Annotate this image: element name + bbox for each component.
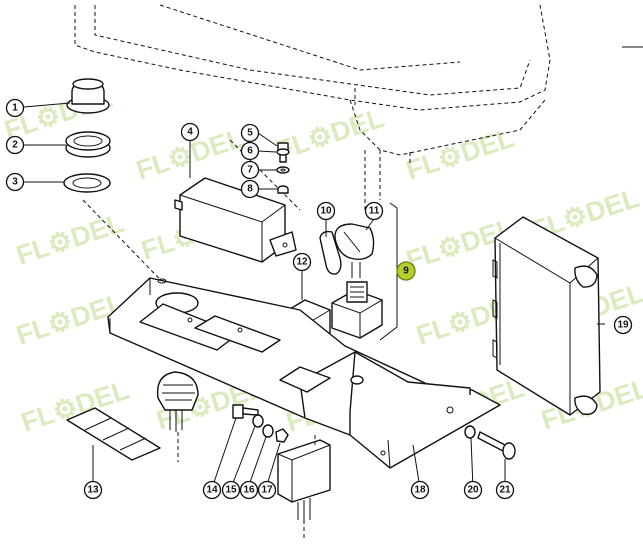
callout-15: 15	[221, 480, 241, 500]
callout-18-label: 18	[414, 485, 426, 496]
part-2-ring-nut	[65, 131, 111, 158]
part-14-bolt	[232, 404, 259, 419]
callout-19: 19	[613, 315, 633, 335]
callout-16-label: 16	[243, 485, 255, 496]
bracket-line	[379, 202, 398, 341]
callout-16: 16	[239, 480, 259, 500]
callout-3: 3	[5, 172, 25, 192]
part-21-screw	[477, 431, 516, 460]
callout-9: 9	[396, 261, 416, 281]
callout-13-label: 13	[87, 485, 99, 496]
callout-10: 10	[316, 201, 336, 221]
callout-2: 2	[5, 135, 25, 155]
callout-21-label: 21	[499, 485, 511, 496]
part-19-control-unit	[492, 216, 601, 416]
connector-center	[277, 435, 331, 540]
callout-4: 4	[180, 122, 200, 142]
callout-14: 14	[202, 480, 222, 500]
callout-11-label: 11	[369, 206, 380, 217]
part-1-cap	[66, 78, 110, 114]
callout-13: 13	[83, 480, 103, 500]
callout-12-label: 12	[296, 257, 308, 268]
callout-12: 12	[292, 252, 312, 272]
callout-11: 11	[364, 201, 384, 221]
part-3-washer	[63, 173, 111, 193]
callout-8: 8	[240, 179, 260, 199]
callout-19-label: 19	[617, 320, 629, 331]
connector-left	[156, 371, 199, 462]
part-15-washer	[252, 414, 264, 428]
part-4-module	[174, 177, 297, 263]
part-17-nut	[275, 428, 289, 443]
callout-17-label: 17	[261, 485, 273, 496]
callout-2-label: 2	[12, 140, 18, 151]
callout-9-label: 9	[403, 266, 409, 277]
part-13-label	[66, 407, 161, 461]
callout-1: 1	[5, 98, 25, 118]
callout-21: 21	[495, 480, 515, 500]
part-16-washer	[262, 424, 274, 438]
callout-5-label: 5	[247, 128, 253, 139]
callout-10-label: 10	[320, 206, 332, 217]
callout-8-label: 8	[247, 184, 253, 195]
callout-6: 6	[240, 141, 260, 161]
watermark: FL⚙DEL	[273, 103, 388, 166]
callout-4-label: 4	[187, 127, 193, 138]
callout-17: 17	[257, 480, 277, 500]
callout-20-label: 20	[467, 485, 479, 496]
part-6-washer	[276, 148, 290, 156]
watermark: FL⚙DEL	[403, 123, 518, 186]
part-7-washer	[276, 166, 290, 174]
callout-18: 18	[410, 480, 430, 500]
callout-14-label: 14	[206, 485, 218, 496]
part-8-nut	[277, 185, 289, 194]
part-11-knob	[334, 223, 375, 278]
callout-1-label: 1	[12, 103, 18, 114]
part-10-clip	[319, 230, 342, 275]
part-18-mounting-plate	[107, 277, 501, 469]
part-20-washer	[464, 425, 476, 439]
switch-block	[331, 281, 383, 339]
callout-6-label: 6	[247, 146, 253, 157]
callout-20: 20	[463, 480, 483, 500]
callout-7: 7	[240, 160, 260, 180]
callout-3-label: 3	[12, 177, 18, 188]
watermark: FL⚙DEL	[13, 208, 128, 271]
callout-7-label: 7	[247, 165, 253, 176]
callout-5: 5	[240, 123, 260, 143]
callout-15-label: 15	[225, 485, 237, 496]
